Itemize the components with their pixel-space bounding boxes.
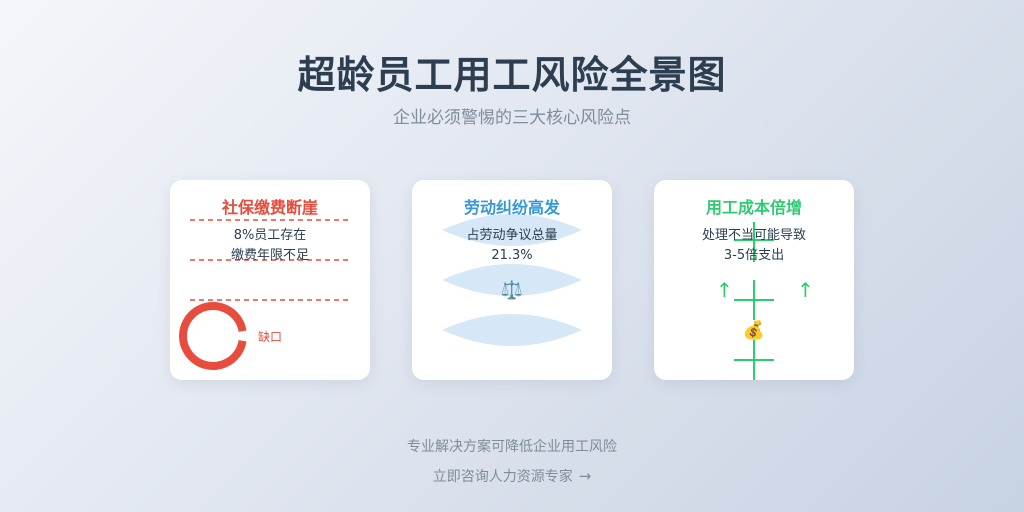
page-subtitle: 企业必须警惕的三大核心风险点 (393, 108, 631, 128)
card-description-line: 处理不当可能导致 (701, 228, 806, 243)
card-title: 劳动纠纷高发 (463, 198, 560, 217)
card-description-line: 21.3% (491, 248, 533, 263)
footer-note: 专业解决方案可降低企业用工风险 (407, 439, 617, 455)
card-description-line: 8%员工存在 (233, 228, 307, 243)
card-description-line: 3-5倍支出 (723, 248, 785, 263)
wave-decoration (442, 214, 582, 346)
risk-card-labor-disputes: 劳动纠纷高发 占劳动争议总量 21.3% ⚖️ (412, 180, 612, 380)
card-title: 社保缴费断崖 (221, 198, 318, 217)
consult-link-label[interactable]: 立即咨询人力资源专家 (432, 469, 573, 485)
risk-card-labor-cost: 用工成本倍增 处理不当可能导致 3-5倍支出 ↑ ↑ 💰 (654, 180, 854, 380)
page-title: 超龄员工用工风险全景图 (297, 53, 727, 97)
card-description-line: 缴费年限不足 (230, 248, 309, 263)
arrow-up-icon: ↑ (716, 278, 733, 302)
card-description: 8%员工存在 缴费年限不足 (170, 226, 370, 266)
card-title: 用工成本倍增 (705, 198, 802, 217)
money-icon: 💰 (742, 320, 766, 341)
risk-card-social-insurance: 社保缴费断崖 8%员工存在 缴费年限不足 缺口 (170, 180, 370, 380)
dashed-lines-decoration (178, 219, 350, 370)
consult-link[interactable]: 立即咨询人力资源专家 → (0, 466, 1024, 486)
cross-lines-decoration (734, 222, 774, 380)
card-description: 占劳动争议总量 21.3% (412, 226, 612, 266)
broken-ring-gauge-icon (178, 302, 247, 370)
gauge-label: 缺口 (257, 330, 282, 344)
scale-icon: ⚖️ (500, 280, 524, 301)
card-description: 处理不当可能导致 3-5倍支出 (654, 226, 854, 266)
card-description-line: 占劳动争议总量 (466, 228, 558, 243)
arrow-up-icon: ↑ (797, 278, 814, 302)
arrow-right-icon[interactable]: → (578, 467, 592, 485)
